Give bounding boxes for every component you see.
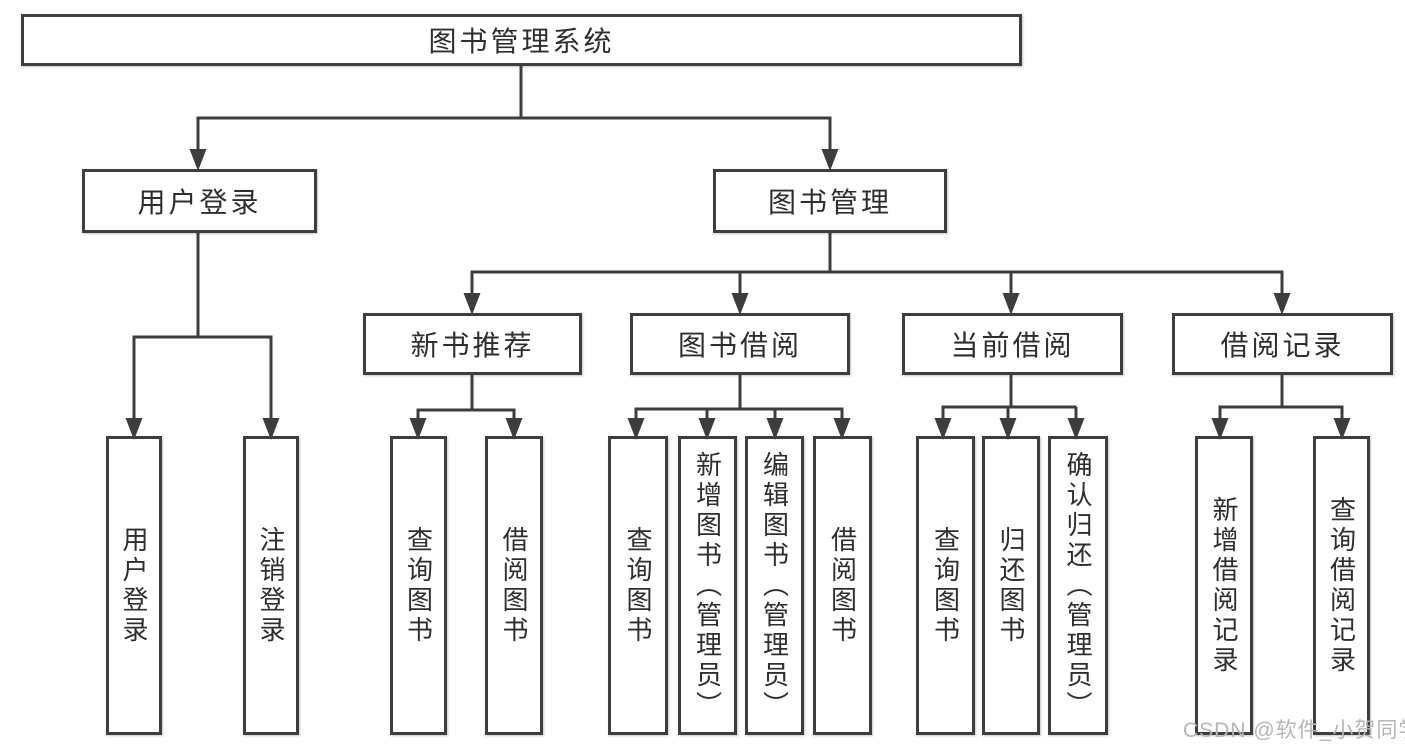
node-label: 当前借阅 (950, 330, 1075, 361)
node-library-management-system: 图书管理系统 (21, 14, 1022, 66)
arrowheads (125, 118, 1351, 440)
node-label: 图书借阅 (677, 330, 802, 361)
node-label: 注销登录 (256, 525, 286, 646)
node-label: 查询图书 (930, 525, 961, 646)
node-leaf-borrow-books-recommend: 借阅图书 (485, 436, 543, 735)
node-label: 新增图书（管理员） (692, 450, 723, 721)
node-leaf-confirm-return-admin: 确认归还（管理员） (1048, 436, 1108, 735)
node-new-book-recommend: 新书推荐 (363, 313, 582, 375)
node-current-borrowing: 当前借阅 (902, 313, 1123, 375)
node-label: 图书管理 (767, 187, 892, 218)
node-leaf-query-books-borrowing: 查询图书 (608, 436, 668, 735)
node-book-management: 图书管理 (713, 169, 947, 233)
node-user-login: 用户登录 (82, 169, 317, 233)
node-leaf-edit-book-admin: 编辑图书（管理员） (745, 436, 804, 735)
watermark-text: CSDN @软件_小贺同学 (1183, 719, 1405, 742)
node-leaf-logout-login: 注销登录 (243, 436, 299, 735)
node-label: 用户登录 (137, 187, 262, 218)
node-label: 新书推荐 (410, 330, 535, 361)
node-leaf-borrow-books: 借阅图书 (813, 436, 872, 735)
node-leaf-add-borrow-record: 新增借阅记录 (1195, 436, 1253, 735)
node-label: 查询图书 (403, 525, 434, 646)
node-label: 新增借阅记录 (1209, 495, 1239, 676)
node-leaf-return-books: 归还图书 (982, 436, 1040, 735)
node-leaf-add-book-admin: 新增图书（管理员） (678, 436, 737, 735)
node-label: 查询图书 (623, 525, 653, 646)
node-label: 查询借阅记录 (1326, 495, 1357, 676)
node-leaf-query-borrow-record: 查询借阅记录 (1313, 436, 1370, 735)
node-leaf-user-login: 用户登录 (106, 436, 162, 735)
node-label: 借阅图书 (499, 525, 529, 646)
node-label: 归还图书 (996, 525, 1026, 646)
node-leaf-query-books-current: 查询图书 (916, 436, 975, 735)
node-label: 借阅记录 (1220, 330, 1345, 361)
node-label: 用户登录 (119, 525, 149, 646)
node-leaf-query-books-recommend: 查询图书 (390, 436, 447, 735)
node-label: 确认归还（管理员） (1063, 450, 1093, 721)
node-label: 借阅图书 (827, 525, 858, 646)
node-book-borrowing: 图书借阅 (630, 313, 850, 375)
node-label: 编辑图书（管理员） (759, 450, 790, 721)
node-borrowing-records: 借阅记录 (1172, 313, 1393, 375)
node-label: 图书管理系统 (428, 26, 615, 57)
